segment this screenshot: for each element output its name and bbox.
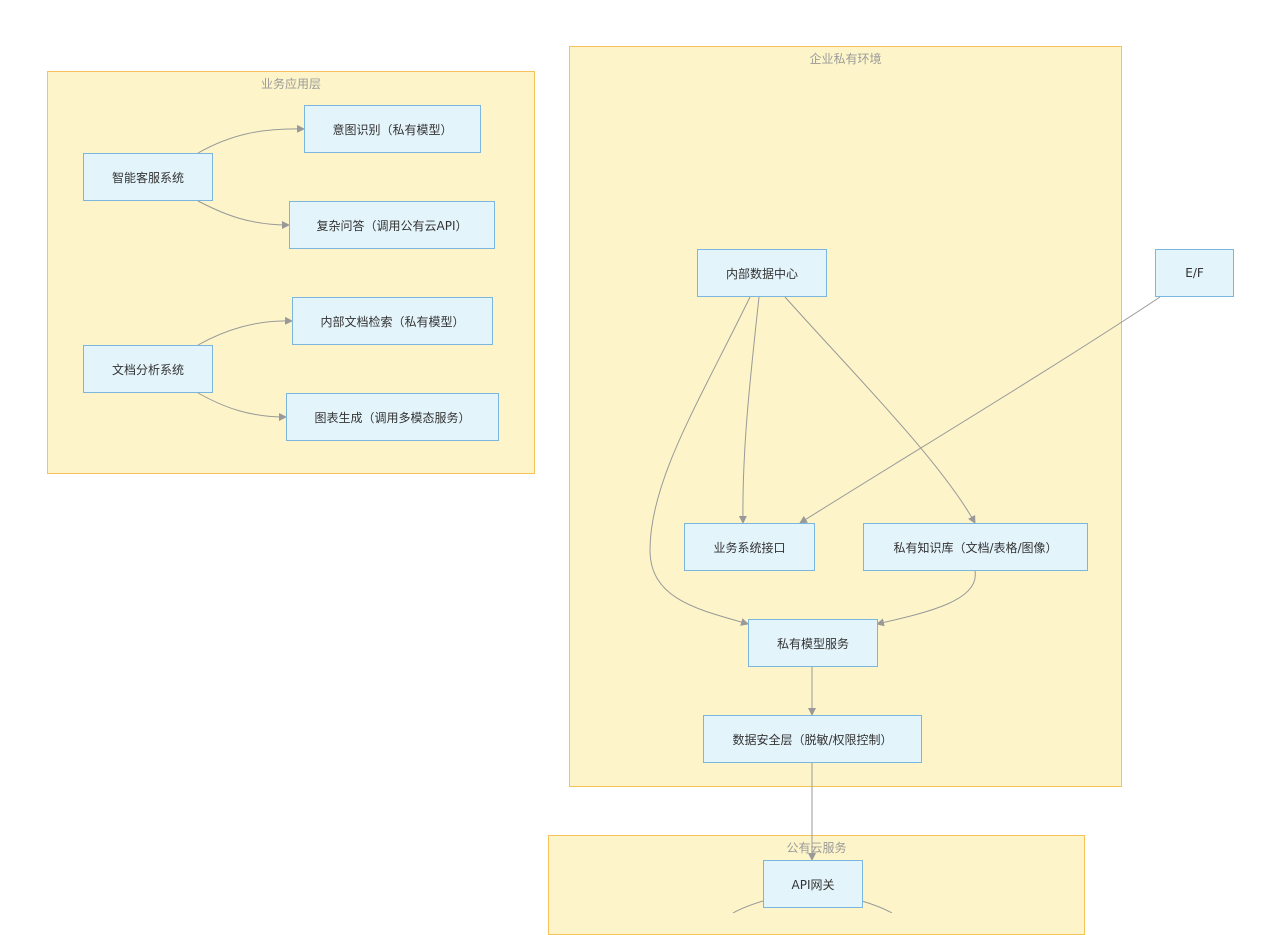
cluster-title: 公有云服务 xyxy=(786,841,847,855)
edge-gateway-right xyxy=(861,900,893,913)
edge-docanalysis-chart xyxy=(197,392,287,421)
node-api-gateway[interactable]: API网关 xyxy=(763,860,863,908)
edge-docanalysis-search xyxy=(197,316,293,346)
node-complex-qa[interactable]: 复杂问答（调用公有云API） xyxy=(289,201,495,249)
node-private-knowledge-base[interactable]: 私有知识库（文档/表格/图像） xyxy=(863,523,1088,571)
node-label: 智能客服系统 xyxy=(111,170,184,185)
node-chart-generation[interactable]: 图表生成（调用多模态服务） xyxy=(286,393,499,441)
node-label: API网关 xyxy=(791,877,835,892)
node-ef[interactable]: E/F xyxy=(1155,249,1234,297)
node-label: 文档分析系统 xyxy=(111,362,184,377)
node-private-model-service[interactable]: 私有模型服务 xyxy=(748,619,878,667)
edge-kb-model xyxy=(876,570,976,627)
node-label: 内部文档检索（私有模型） xyxy=(320,314,465,329)
node-label: 意图识别（私有模型） xyxy=(332,122,453,137)
edge-smartcs-complexqa xyxy=(197,200,290,229)
node-label: 私有模型服务 xyxy=(776,636,849,651)
node-internal-data-center[interactable]: 内部数据中心 xyxy=(697,249,827,297)
node-intent-recognition[interactable]: 意图识别（私有模型） xyxy=(304,105,481,153)
edge-datacenter-kb xyxy=(784,296,976,524)
edges xyxy=(197,124,1161,913)
edge-ef-bizapi xyxy=(799,296,1161,524)
node-data-security-layer[interactable]: 数据安全层（脱敏/权限控制） xyxy=(703,715,922,763)
edge-gateway-left xyxy=(732,900,764,913)
edge-datacenter-bizapi xyxy=(738,296,760,524)
edge-smartcs-intent xyxy=(197,124,305,154)
node-business-system-interface[interactable]: 业务系统接口 xyxy=(684,523,815,571)
node-label: 数据安全层（脱敏/权限控制） xyxy=(732,732,893,747)
node-label: 私有知识库（文档/表格/图像） xyxy=(893,540,1058,555)
edge-datacenter-model xyxy=(649,296,751,626)
node-smart-customer-service[interactable]: 智能客服系统 xyxy=(83,153,213,201)
node-label: 内部数据中心 xyxy=(725,266,798,281)
node-label: E/F xyxy=(1185,266,1204,280)
cluster-title: 业务应用层 xyxy=(260,77,321,91)
node-document-analysis[interactable]: 文档分析系统 xyxy=(83,345,213,393)
node-label: 图表生成（调用多模态服务） xyxy=(314,410,471,425)
cluster-title: 企业私有环境 xyxy=(809,52,882,66)
node-internal-doc-search[interactable]: 内部文档检索（私有模型） xyxy=(292,297,493,345)
node-label: 业务系统接口 xyxy=(713,540,786,555)
node-label: 复杂问答（调用公有云API） xyxy=(316,218,468,233)
